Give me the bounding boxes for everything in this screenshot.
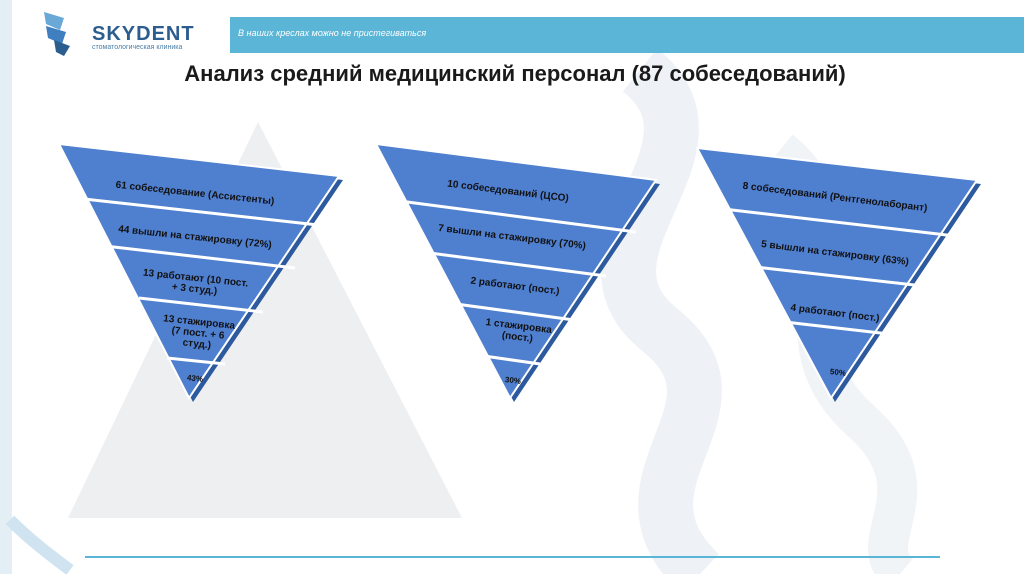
header-banner: В наших креслах можно не пристегиваться (230, 17, 1024, 53)
footer-divider (85, 556, 940, 558)
funnel-2 (374, 142, 660, 402)
brand-name: SKYDENT (92, 23, 195, 45)
skydent-logo (40, 8, 210, 58)
brand-subtitle: стоматологическая клиника (92, 44, 183, 51)
page-title: Анализ средний медицинский персонал (87 … (184, 61, 846, 86)
funnel-1-segment-4: 13 стажировка (7 пост. + 6 студ.) (162, 312, 236, 351)
slogan-text: В наших креслах можно не пристегиваться (238, 28, 427, 38)
logo-mark-icon (44, 12, 70, 56)
funnel-3 (695, 146, 981, 402)
funnel-1 (57, 142, 343, 402)
